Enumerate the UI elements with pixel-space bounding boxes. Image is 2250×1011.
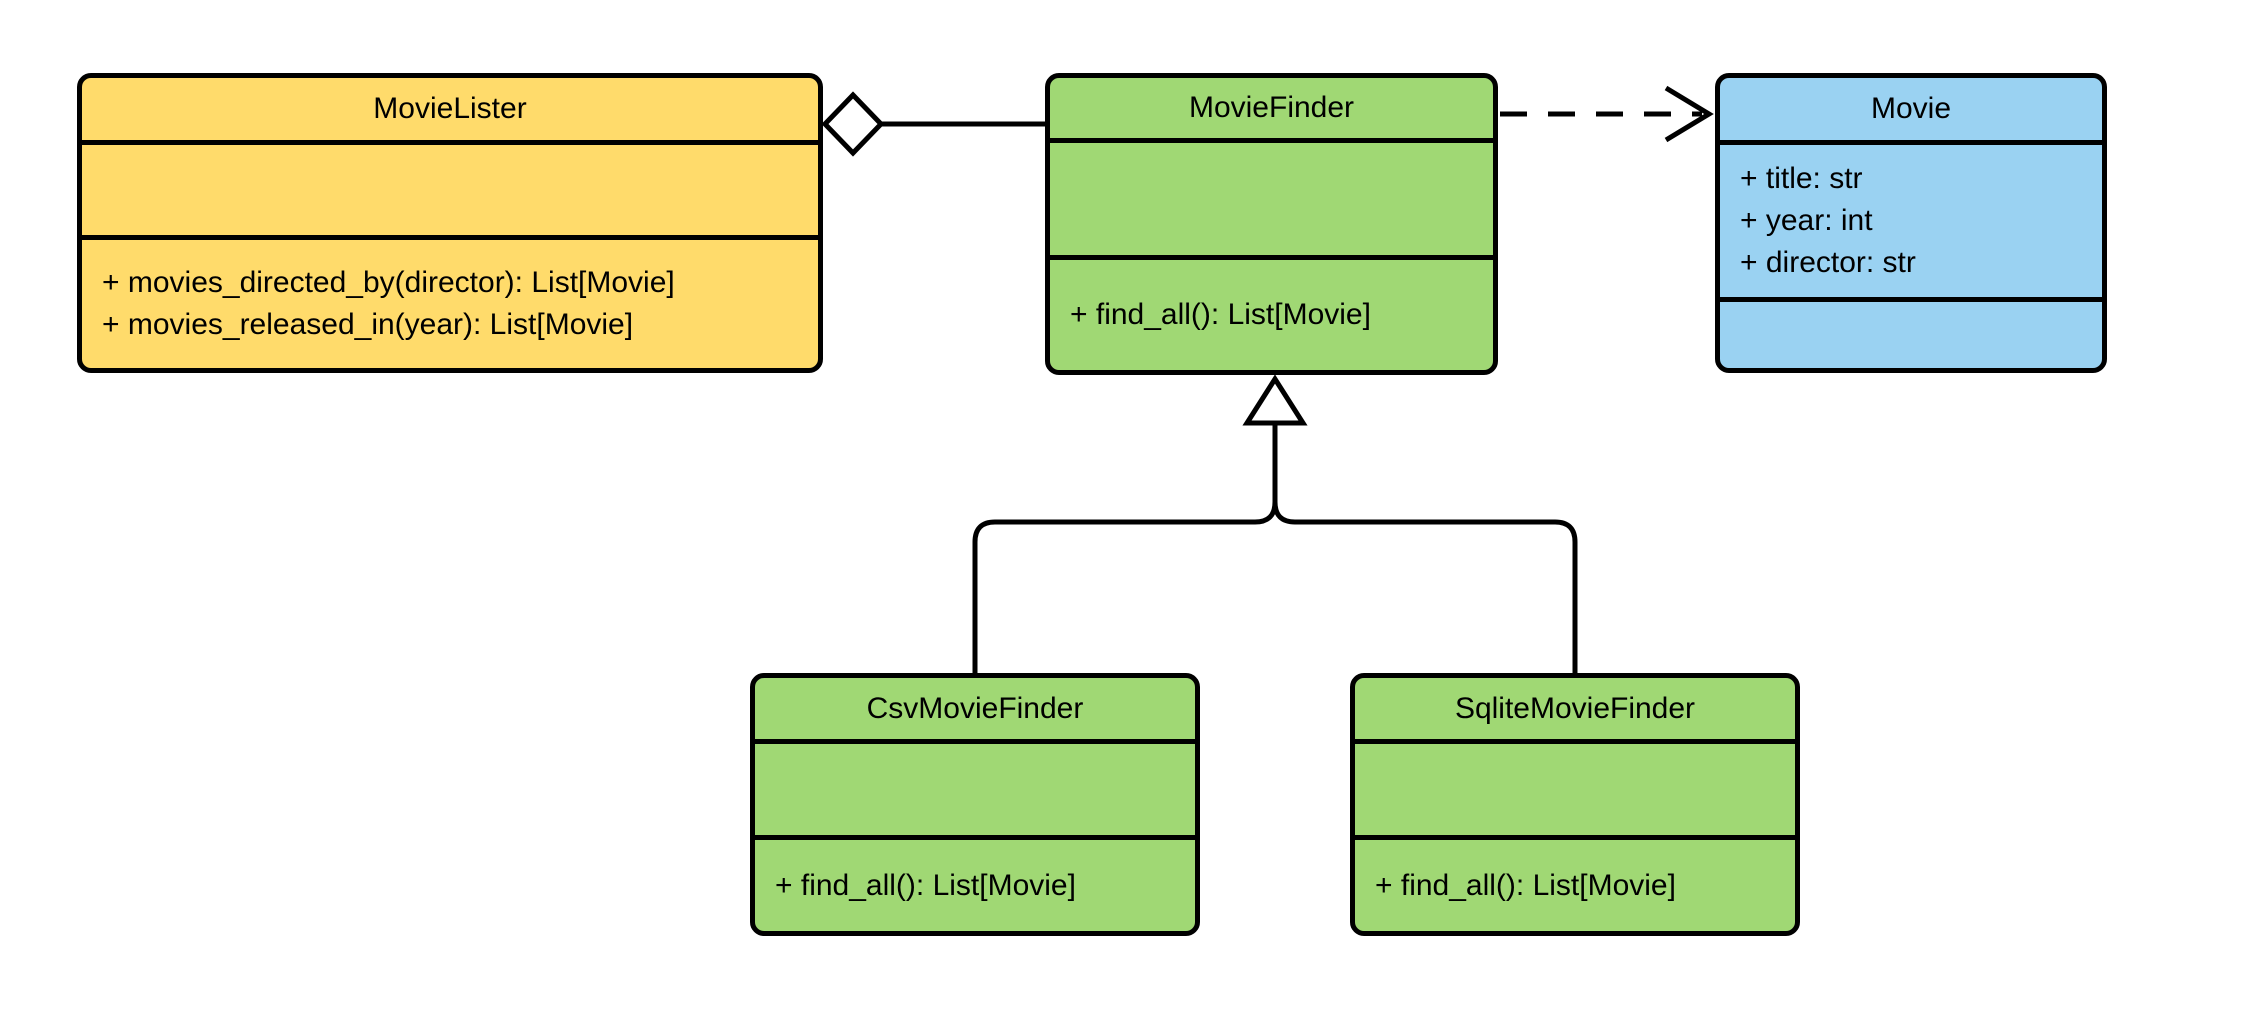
method-text: + find_all(): List[Movie] [1375,868,1676,902]
class-attributes-empty [755,744,1195,840]
class-name-label: MovieFinder [1188,91,1355,124]
class-attributes-empty [1355,744,1795,840]
class-title: Movie [1720,78,2102,145]
class-title: SqliteMovieFinder [1355,678,1795,744]
generalization-branch-csv [972,424,1278,673]
class-methods: + movies_directed_by(director): List[Mov… [82,240,818,368]
class-box-movie: Movie + title: str + year: int + directo… [1715,73,2107,373]
class-name-label: SqliteMovieFinder [1454,691,1696,725]
attribute-text: + year: int [1740,204,1873,237]
class-box-sqlitemoviefinder: SqliteMovieFinder + find_all(): List[Mov… [1350,673,1800,936]
generalization-connector [972,374,1578,673]
aggregation-connector-movielister-moviefinder [821,91,1048,157]
class-box-movielister: MovieLister + movies_directed_by(directo… [77,73,823,373]
dependency-connector-moviefinder-movie [1500,85,1714,143]
dependency-open-arrow-icon [1664,85,1714,143]
class-name-label: CsvMovieFinder [866,691,1084,725]
class-methods: + find_all(): List[Movie] [755,840,1195,931]
class-attributes-empty [1050,143,1493,260]
class-methods: + find_all(): List[Movie] [1355,840,1795,931]
attribute-text: + director: str [1740,246,1916,279]
aggregation-diamond-icon [821,91,885,157]
generalization-branch-sqlite [1272,424,1578,673]
class-box-csvmoviefinder: CsvMovieFinder + find_all(): List[Movie] [750,673,1200,936]
method-text: + movies_released_in(year): List[Movie] [102,308,634,341]
attribute-text: + title: str [1740,162,1863,195]
class-box-moviefinder: MovieFinder + find_all(): List[Movie] [1045,73,1498,375]
class-title: CsvMovieFinder [755,678,1195,744]
class-title: MovieLister [82,78,818,145]
method-text: + find_all(): List[Movie] [1070,298,1371,331]
class-name-label: Movie [1870,92,1952,125]
method-text: + movies_directed_by(director): List[Mov… [102,266,675,299]
class-attributes: + title: str + year: int + director: str [1720,145,2102,302]
class-attributes-empty [82,145,818,240]
class-methods: + find_all(): List[Movie] [1050,260,1493,370]
class-name-label: MovieLister [373,92,527,125]
class-methods-empty [1720,302,2102,368]
class-title: MovieFinder [1050,78,1493,143]
generalization-triangle-icon [1242,374,1308,426]
method-text: + find_all(): List[Movie] [775,868,1076,902]
